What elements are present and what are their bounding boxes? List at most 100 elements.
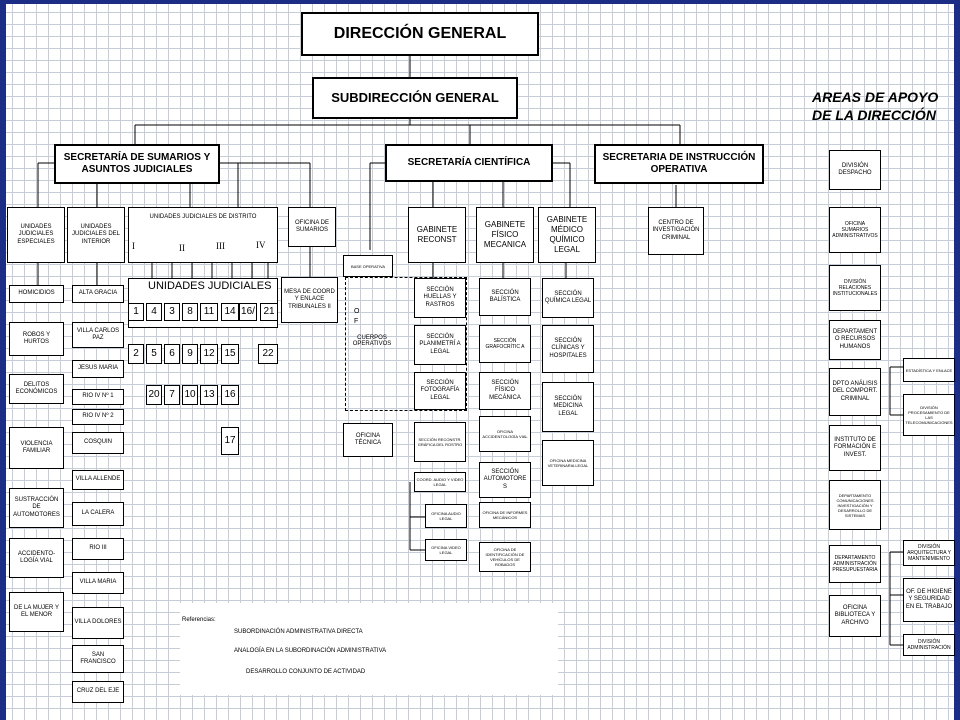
uj-interior-label: UNIDADES JUDICIALES DEL INTERIOR (71, 223, 120, 245)
legend-item: DESARROLLO CONJUNTO DE ACTIVIDAD (246, 669, 366, 675)
apoyo-side-item: OF. DE HIGIENE Y SEGURIDAD EN EL TRABAJO (903, 578, 955, 622)
unidad-number: 13 (200, 385, 218, 405)
fisico-label: OFICINA ACCIDENTOLOGÍA VIAL (482, 429, 528, 439)
reconst-label: SECCIÓN FOTOGRAFÍA LEGAL (420, 379, 460, 401)
uj-especiales-label: UNIDADES JUDICIALES ESPECIALES (17, 223, 55, 245)
especial-label: VIOLENCIA FAMILIAR (20, 440, 53, 455)
apoyo-item: DPTO ANÁLISIS DEL COMPORT. CRIMINAL (829, 368, 881, 416)
medico-item: SECCIÓN QUÍMICA LEGAL (542, 278, 594, 318)
secretaria-instruccion-label: SECRETARIA DE INSTRUCCIÓN OPERATIVA (602, 151, 756, 176)
apoyo-label: OFICINA BIBLIOTECA Y ARCHIVO (834, 604, 876, 626)
apoyo-item: DIVISIÓN DESPACHO (829, 150, 881, 190)
unidad-number: 20 (146, 385, 162, 405)
oficina-sumarios-label: OFICINA DE SUMARIOS (294, 219, 329, 234)
cuerpos-operativos-label: CUERPOS OPERATIVOS (352, 335, 392, 347)
medico-item: OFICINA MEDICINA VETERINARIA LEGAL (542, 440, 594, 486)
especial-item: DELITOS ECONÓMICOS (9, 374, 64, 404)
reconst-item: SECCIÓN HUELLAS Y RASTROS (414, 278, 466, 318)
reconst-item: SECCIÓN RECONSTR. GRÁFICA DEL ROSTRO (414, 422, 466, 462)
centro-investigacion-label: CENTRO DE INVESTIGACIÓN CRIMINAL (652, 219, 700, 241)
base-operativa-dashed (345, 277, 467, 411)
apoyo-side-item: DIVISIÓN ARQUITECTURA Y MANTENIMIENTO (903, 540, 955, 566)
unidad-number: 14 (221, 303, 239, 321)
secretaria-sumarios-label: SECRETARÍA DE SUMARIOS Y ASUNTOS JUDICIA… (63, 151, 211, 176)
unidad-number: 21 (260, 303, 278, 321)
interior-item: ALTA GRACIA (72, 285, 124, 303)
unidad-number: 5 (146, 344, 162, 364)
interior-label: VILLA DOLORES (74, 619, 122, 626)
direccion-general-label: DIRECCIÓN GENERAL (333, 25, 507, 42)
unidad-number: 10 (182, 385, 198, 405)
medico-label: SECCIÓN QUÍMICA LEGAL (544, 290, 592, 305)
unidad-number: 9 (182, 344, 198, 364)
especial-label: DELITOS ECONÓMICOS (15, 381, 58, 396)
unidad-number: 1 (128, 303, 144, 321)
apoyo-item: OFICINA SUMARIOS ADMINISTRATIVOS (829, 207, 881, 253)
secretaria-instruccion-box: SECRETARIA DE INSTRUCCIÓN OPERATIVA (594, 144, 764, 184)
interior-item: VILLA DOLORES (72, 607, 124, 639)
apoyo-side-item: DIVISIÓN PROCESAMIENTO DE LAS TELECOMUNI… (903, 394, 955, 436)
interior-item: VILLA CARLOS PAZ (72, 322, 124, 348)
interior-label: LA CALERA (81, 510, 115, 517)
interior-label: RIO IV Nº 2 (82, 413, 114, 420)
gabinete-fisico-box: GABINETE FÍSICO MECANICA (476, 207, 534, 263)
gabinete-medico-label: GABINETE MÉDICO QUÍMICO LEGAL (546, 215, 588, 254)
unidad-number: 16 (221, 385, 239, 405)
especial-label: DE LA MUJER Y EL MENOR (14, 604, 59, 619)
unidad-number: 3 (164, 303, 180, 321)
interior-label: VILLA ALLENDE (75, 476, 121, 483)
apoyo-label: DIVISIÓN DESPACHO (838, 162, 872, 177)
especial-label: SUSTRACCIÓN DE AUTOMOTORES (13, 496, 60, 518)
apoyo-item: DIVISIÓN RELACIONES INSTITUCIONALES (829, 265, 881, 311)
oficina-tecnica-box: OFICINA TÉCNICA (343, 423, 393, 457)
unidad-number: 2 (128, 344, 144, 364)
legend-item: SUBORDINACIÓN ADMINISTRATIVA DIRECTA (234, 629, 363, 635)
apoyo-item: OFICINA BIBLIOTECA Y ARCHIVO (829, 595, 881, 637)
medico-label: SECCIÓN CLÍNICAS Y HOSPITALES (549, 337, 587, 359)
interior-label: ALTA GRACIA (78, 290, 118, 297)
unidades-judiciales-label: UNIDADES JUDICIALES (148, 280, 272, 292)
secretaria-sumarios-box: SECRETARÍA DE SUMARIOS Y ASUNTOS JUDICIA… (54, 144, 220, 184)
apoyo-side-item: DIVISIÓN ADMINISTRACIÓN (903, 634, 955, 656)
interior-item: RIO IV Nº 1 (72, 389, 124, 405)
reconst-label: OFICINA AUDIO LEGAL (431, 511, 461, 521)
roman-iii: III (216, 241, 225, 251)
unidad-number: 8 (182, 303, 198, 321)
unidad-number: 4 (146, 303, 162, 321)
mesa-coord-box: MESA DE COORD Y ENLACE TRIBUNALES II (281, 277, 338, 323)
reconst-label: SECCIÓN HUELLAS Y RASTROS (423, 286, 457, 308)
especial-item: VIOLENCIA FAMILIAR (9, 427, 64, 469)
fisico-label: SECCIÓN FÍSICO MECÁNICA (489, 379, 521, 401)
apoyo-label: DEPARTAMENT O RECURSOS HUMANOS (832, 328, 878, 350)
apoyo-side-label: DIVISIÓN PROCESAMIENTO DE LAS TELECOMUNI… (905, 405, 953, 425)
apoyo-side-label: DIVISIÓN ADMINISTRACIÓN (907, 638, 951, 651)
fisico-item: SECCIÓN AUTOMOTORE S (479, 462, 531, 498)
frame-right (954, 0, 960, 720)
legend-item: ANALOGÍA EN LA SUBORDINACIÓN ADMINISTRAT… (234, 648, 387, 654)
reconst-label: OFICINA VIDEO LEGAL (431, 545, 461, 555)
roman-iv: IV (256, 240, 266, 250)
especial-item: ACCIDENTO-LOGÍA VIAL (9, 538, 64, 578)
oficina-tecnica-label: OFICINA TÉCNICA (354, 432, 382, 447)
unidad-number: 15 (221, 344, 239, 364)
reconst-item: OFICINA AUDIO LEGAL (425, 504, 467, 528)
apoyo-item: INSTITUTO DE FORMACIÓN E INVEST. (829, 425, 881, 471)
fisico-label: SECCIÓN GRAFOCRÍTIC A (485, 337, 525, 350)
interior-item: VILLA ALLENDE (72, 470, 124, 490)
fisico-item: OFICINA DE INFORMES MECÁNICOS (479, 502, 531, 528)
uj-distrito-label: UNIDADES JUDICIALES DE DISTRITO (149, 214, 257, 220)
reconst-label: SECCIÓN PLANIMETRÍ A LEGAL (419, 333, 461, 355)
interior-label: VILLA MARIA (79, 579, 117, 586)
gabinete-medico-box: GABINETE MÉDICO QUÍMICO LEGAL (538, 207, 596, 263)
secretaria-cientifica-box: SECRETARÍA CIENTÍFICA (385, 144, 553, 182)
direccion-general-box: DIRECCIÓN GENERAL (301, 12, 539, 56)
reconst-item: COORD. AUDIO Y VIDEO LEGAL (414, 472, 466, 492)
oficina-sumarios-box: OFICINA DE SUMARIOS (288, 207, 336, 247)
fisico-label: SECCIÓN AUTOMOTORE S (483, 468, 527, 490)
gabinete-reconst-label: GABINETE RECONST (416, 225, 458, 244)
mesa-coord-label: MESA DE COORD Y ENLACE TRIBUNALES II (284, 288, 335, 310)
of-label: O F (354, 308, 360, 325)
apoyo-side-label: ESTADÍSTICA Y ENLACE (905, 367, 953, 373)
interior-item: COSQUIN (72, 432, 124, 454)
reconst-item: SECCIÓN FOTOGRAFÍA LEGAL (414, 372, 466, 410)
